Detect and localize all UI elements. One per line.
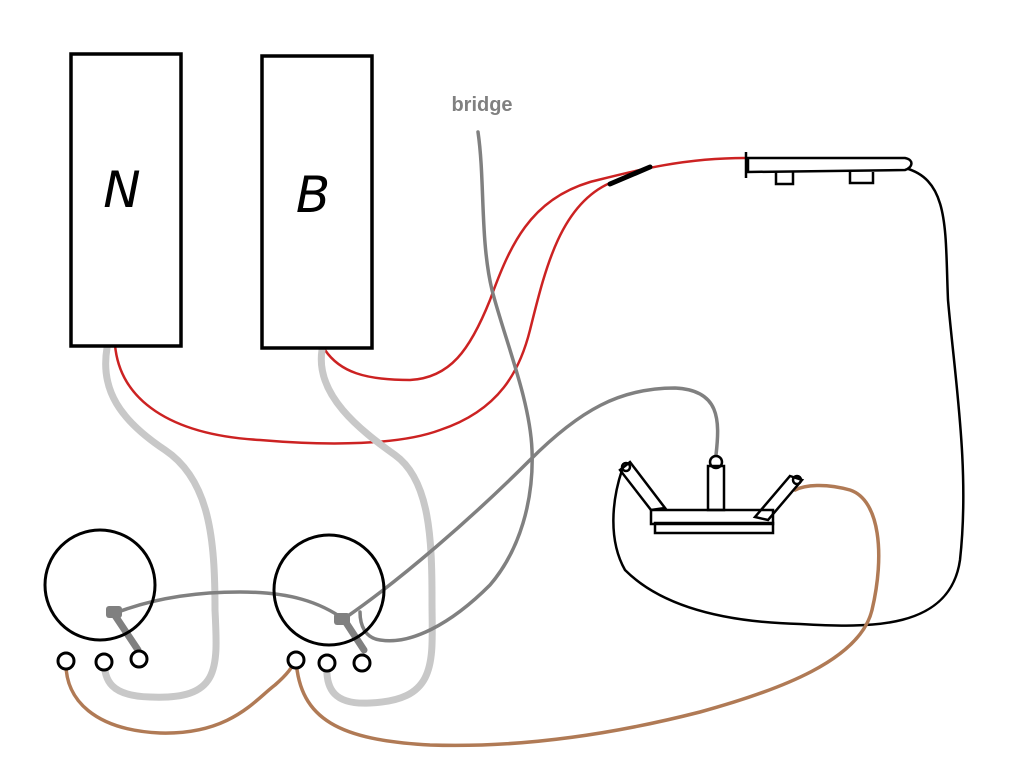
neck-pot-solder-blob xyxy=(106,606,122,618)
bridge-pickup-letter: B xyxy=(296,166,330,224)
red-wire-splice xyxy=(607,164,653,187)
jack-right-arm xyxy=(752,474,805,522)
bridge-volume-pot xyxy=(272,533,386,673)
bridge-pickup-body xyxy=(260,54,374,350)
neck-volume-pot xyxy=(43,528,157,672)
neck-pot-lug-1 xyxy=(56,651,76,671)
neck-pickup-letter: N xyxy=(103,161,140,219)
output-jack xyxy=(618,454,805,535)
jack-tip-lug xyxy=(708,454,724,470)
bridge-pot-lug-3 xyxy=(352,653,372,673)
pot-to-jack-wire xyxy=(343,386,720,620)
neck-pickup: N xyxy=(69,52,183,348)
bridge-ground-label-wire xyxy=(358,130,534,643)
toggle-switch xyxy=(744,152,913,186)
black-ground-loop-wire xyxy=(612,166,965,627)
pot-to-jack-brown-wire xyxy=(294,483,881,748)
neck-pot-brown-wire xyxy=(64,658,298,735)
bridge-wire-label: bridge xyxy=(451,94,512,116)
neck-pot-lug-3 xyxy=(129,649,149,669)
switch-lug-right xyxy=(848,172,875,185)
bridge-pickup: B xyxy=(260,54,374,350)
jack-right-lug xyxy=(791,474,803,486)
bridge-pot-wiper-stub xyxy=(341,617,368,654)
jack-base-bar-bottom xyxy=(653,521,775,535)
bridge-pot-lug-2 xyxy=(317,653,337,673)
bridge-ground-wire xyxy=(317,346,436,707)
pot-to-pot-wire xyxy=(116,590,347,622)
bridge-pot-solder-blob xyxy=(334,613,350,625)
neck-pot-body xyxy=(43,528,157,642)
switch-lug-left xyxy=(774,172,795,186)
neck-hot-wire xyxy=(113,166,652,445)
neck-pot-lug-2 xyxy=(94,652,114,672)
bridge-hot-wire xyxy=(323,156,747,382)
wires xyxy=(64,130,965,748)
jack-center-post xyxy=(706,464,726,512)
jack-left-lug xyxy=(620,461,632,473)
jack-left-arm xyxy=(618,460,668,512)
switch-body xyxy=(746,156,913,174)
neck-ground-wire xyxy=(100,344,220,701)
bridge-pot-body xyxy=(272,533,386,647)
neck-pickup-body xyxy=(69,52,183,348)
bridge-pot-lug-1 xyxy=(286,650,306,670)
